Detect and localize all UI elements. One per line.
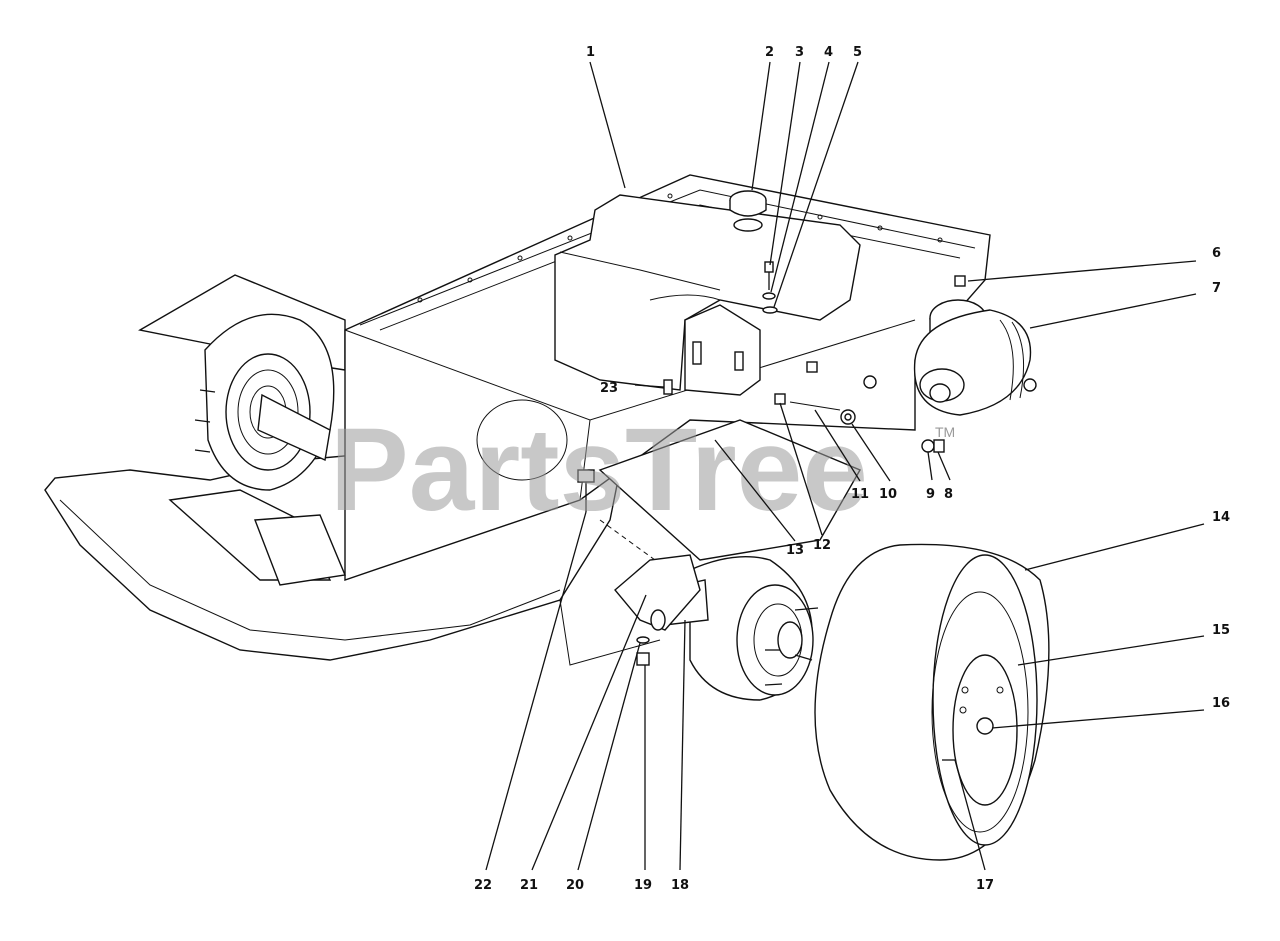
callout-14: 14 [1212, 510, 1230, 525]
brake-drum-hub [614, 554, 819, 701]
callout-19: 19 [634, 878, 652, 893]
front-tire [814, 543, 1050, 861]
callout-10: 10 [879, 487, 897, 502]
side-hardware [774, 361, 945, 453]
callout-6: 6 [1212, 246, 1221, 261]
callouts: 1 2 3 4 5 6 7 8 9 10 11 12 13 14 15 16 1… [474, 45, 1230, 893]
callout-5: 5 [853, 45, 862, 60]
watermark-text: PartsTree [330, 404, 868, 536]
left-wheel [168, 313, 346, 586]
leader-lines [485, 61, 1205, 871]
callout-17: 17 [976, 878, 994, 893]
watermark-trademark: TM [935, 424, 955, 440]
callout-8: 8 [944, 487, 953, 502]
callout-13: 13 [786, 543, 804, 558]
callout-2: 2 [765, 45, 774, 60]
callout-22: 22 [474, 878, 492, 893]
air-cleaner [913, 275, 1037, 416]
spindle-hardware [577, 469, 650, 666]
callout-20: 20 [566, 878, 584, 893]
callout-1: 1 [586, 45, 595, 60]
callout-9: 9 [926, 487, 935, 502]
callout-4: 4 [824, 45, 833, 60]
callout-23: 23 [600, 381, 618, 396]
callout-18: 18 [671, 878, 689, 893]
callout-16: 16 [1212, 696, 1230, 711]
callout-3: 3 [795, 45, 804, 60]
callout-11: 11 [851, 487, 869, 502]
watermark: PartsTree TM [330, 404, 955, 536]
callout-21: 21 [520, 878, 538, 893]
callout-15: 15 [1212, 623, 1230, 638]
callout-12: 12 [813, 538, 831, 553]
tank-mount-hardware [762, 261, 778, 314]
callout-7: 7 [1212, 281, 1221, 296]
